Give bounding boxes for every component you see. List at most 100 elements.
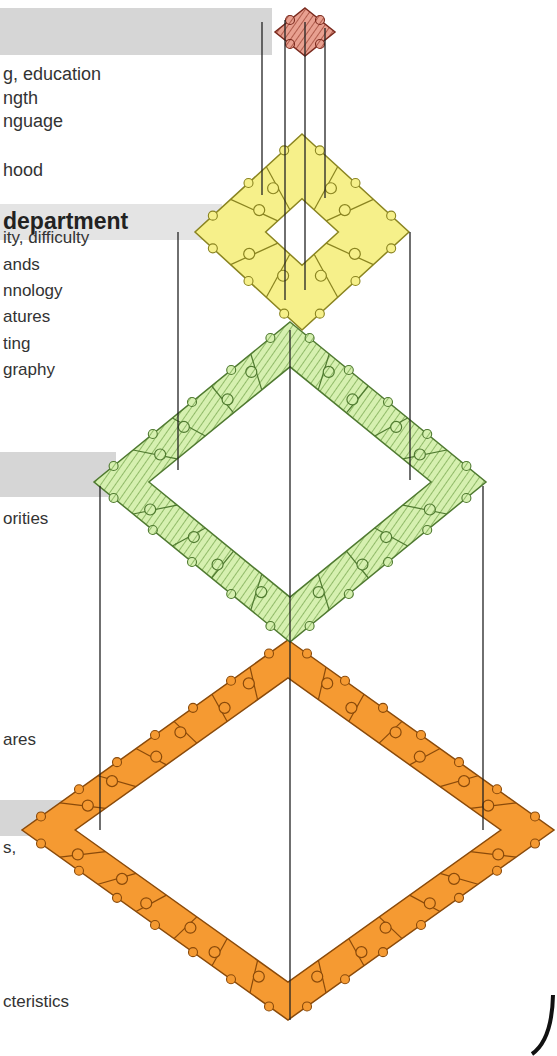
piece-seam xyxy=(326,243,373,265)
piece-seam xyxy=(379,721,402,743)
projection-line xyxy=(324,28,325,198)
piece-knob xyxy=(384,398,393,407)
piece-knob xyxy=(72,849,83,860)
projection-line xyxy=(409,232,410,480)
piece-knob xyxy=(316,16,325,25)
piece-knob xyxy=(227,590,236,599)
piece-knob xyxy=(148,430,157,439)
label-text: ands xyxy=(3,255,40,275)
piece-knob xyxy=(462,462,471,471)
piece-knob xyxy=(268,183,279,194)
piece-knob xyxy=(325,183,336,194)
piece-knob xyxy=(315,146,324,155)
piece-knob xyxy=(312,971,323,982)
piece-seam xyxy=(231,243,278,265)
piece-knob xyxy=(227,366,236,375)
piece-seam xyxy=(440,873,478,884)
projection-line xyxy=(289,330,290,1020)
piece-knob xyxy=(109,462,118,471)
piece-seam xyxy=(174,917,197,939)
piece-seam xyxy=(266,254,290,297)
piece-seam xyxy=(212,386,234,413)
piece-knob xyxy=(75,785,84,794)
ring-body xyxy=(195,134,409,330)
label-text: atures xyxy=(3,307,50,327)
piece-knob xyxy=(266,622,275,631)
piece-knob xyxy=(265,1002,274,1011)
piece-knob xyxy=(384,558,393,567)
label-text: graphy xyxy=(3,360,55,380)
piece-knob xyxy=(424,504,435,515)
piece-knob xyxy=(493,785,502,794)
piece-knob xyxy=(344,590,353,599)
label-text: orities xyxy=(3,509,48,529)
label-text: nguage xyxy=(3,111,63,132)
piece-knob xyxy=(390,727,401,738)
piece-knob xyxy=(244,179,253,188)
piece-seam xyxy=(375,418,408,436)
piece-knob xyxy=(151,751,162,762)
piece-knob xyxy=(379,948,388,957)
piece-knob xyxy=(483,800,494,811)
piece-knob xyxy=(107,776,118,787)
label-text: cteristics xyxy=(3,992,69,1012)
label-text: ity, difficulty xyxy=(3,228,89,248)
piece-knob xyxy=(417,921,426,930)
outer-puzzle-ring xyxy=(22,640,554,1020)
piece-knob xyxy=(449,873,460,884)
piece-knob xyxy=(379,703,388,712)
piece-knob xyxy=(155,449,166,460)
piece-knob xyxy=(356,947,367,958)
piece-knob xyxy=(322,678,333,689)
piece-knob xyxy=(381,532,392,543)
piece-knob xyxy=(227,676,236,685)
piece-knob xyxy=(212,559,223,570)
piece-seam xyxy=(136,749,166,765)
piece-knob xyxy=(113,758,122,767)
piece-seam xyxy=(314,167,338,210)
frame-corner xyxy=(532,995,553,1054)
piece-seam xyxy=(98,776,136,787)
label-text: s, xyxy=(3,838,16,858)
piece-seam xyxy=(410,749,440,765)
piece-knob xyxy=(148,526,157,535)
piece-knob xyxy=(175,727,186,738)
piece-knob xyxy=(455,893,464,902)
piece-knob xyxy=(424,898,435,909)
piece-knob xyxy=(305,622,314,631)
piece-knob xyxy=(380,922,391,933)
piece-knob xyxy=(303,649,312,658)
piece-knob xyxy=(315,309,324,318)
piece-seam xyxy=(440,776,478,787)
piece-knob xyxy=(188,398,197,407)
piece-knob xyxy=(189,703,198,712)
piece-knob xyxy=(286,16,295,25)
piece-knob xyxy=(266,334,275,343)
inner-puzzle-ring xyxy=(195,134,409,330)
piece-knob xyxy=(313,587,324,598)
piece-knob xyxy=(351,179,360,188)
header-band xyxy=(0,8,272,55)
piece-knob xyxy=(341,975,350,984)
piece-knob xyxy=(151,731,160,740)
piece-knob xyxy=(254,205,265,216)
piece-knob xyxy=(75,866,84,875)
piece-knob xyxy=(286,40,295,49)
piece-knob xyxy=(278,270,289,281)
piece-seam xyxy=(375,528,408,546)
piece-seam xyxy=(314,254,338,297)
piece-knob xyxy=(244,277,253,286)
piece-knob xyxy=(351,277,360,286)
piece-knob xyxy=(344,366,353,375)
piece-seam xyxy=(212,551,234,578)
piece-knob xyxy=(109,494,118,503)
piece-seam xyxy=(136,895,166,911)
label-text: ngth xyxy=(3,88,38,109)
piece-knob xyxy=(256,587,267,598)
piece-seam xyxy=(98,873,136,884)
piece-knob xyxy=(423,430,432,439)
piece-knob xyxy=(246,366,257,377)
piece-knob xyxy=(305,334,314,343)
piece-knob xyxy=(37,839,46,848)
